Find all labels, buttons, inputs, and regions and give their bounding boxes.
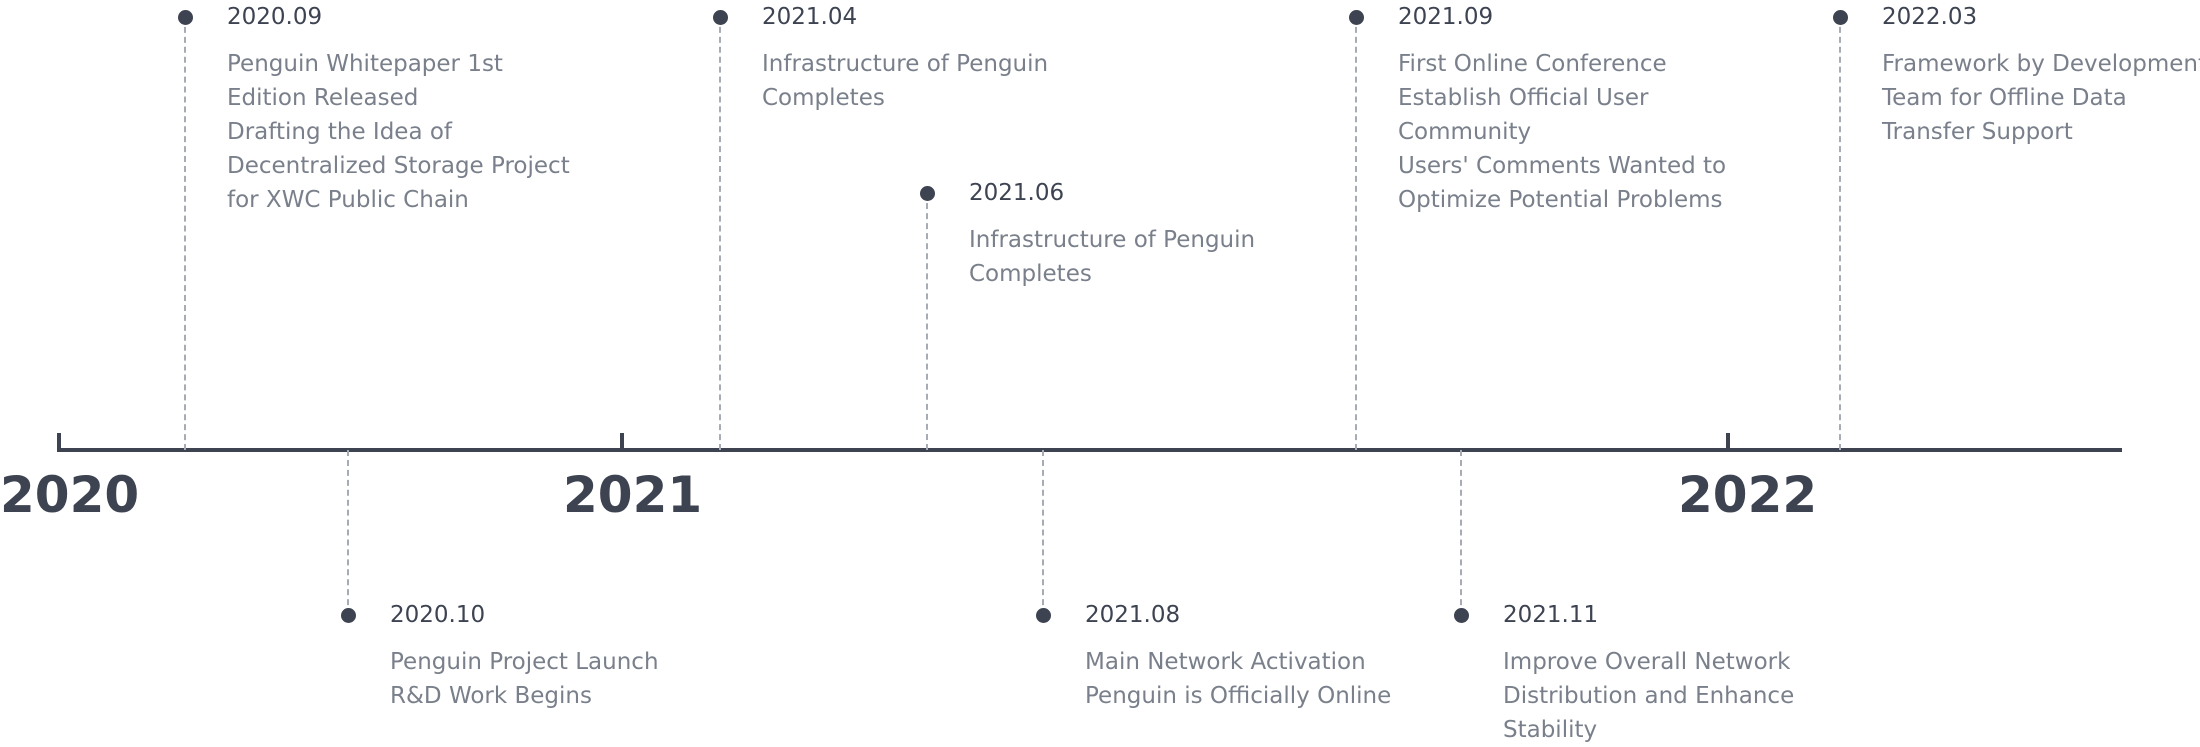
connector-line <box>1839 17 1841 450</box>
connector-line <box>719 17 721 450</box>
event-description-line: Drafting the Idea of <box>227 119 453 145</box>
event-description-line: Users' Comments Wanted to <box>1398 153 1727 179</box>
connector-line <box>184 17 186 450</box>
event-date: 2021.11 <box>1503 602 1599 628</box>
event-description-line: Completes <box>969 261 1092 287</box>
event-dot <box>340 607 356 623</box>
event-dot <box>1453 607 1469 623</box>
year-label-2020: 2020 <box>0 466 140 524</box>
event-description-line: Improve Overall Network <box>1503 649 1791 675</box>
event-description-line: for XWC Public Chain <box>227 187 469 213</box>
event-description-line: Framework by Development <box>1882 51 2200 77</box>
event-description-line: Penguin Whitepaper 1st <box>227 51 503 77</box>
event-date: 2021.08 <box>1085 602 1181 628</box>
year-label-2022: 2022 <box>1678 466 1818 524</box>
timeline-axis <box>57 448 2122 452</box>
event-description-line: Completes <box>762 85 885 111</box>
event-date: 2021.04 <box>762 4 858 30</box>
event-description-line: Community <box>1398 119 1532 145</box>
year-tick-2020 <box>57 433 61 452</box>
event-date: 2021.09 <box>1398 4 1494 30</box>
event-description-line: Distribution and Enhance <box>1503 683 1795 709</box>
event-date: 2021.06 <box>969 180 1065 206</box>
event-description-line: Edition Released <box>227 85 419 111</box>
connector-line <box>1042 450 1044 615</box>
event-date: 2022.03 <box>1882 4 1978 30</box>
event-description-line: Optimize Potential Problems <box>1398 187 1723 213</box>
event-description-line: Team for Offline Data <box>1882 85 2127 111</box>
connector-line <box>1355 17 1357 450</box>
connector-line <box>347 450 349 615</box>
year-tick-2022 <box>1726 433 1730 452</box>
event-description-line: Establish Official User <box>1398 85 1649 111</box>
event-description-line: Main Network Activation <box>1085 649 1366 675</box>
event-description-line: Decentralized Storage Project <box>227 153 570 179</box>
event-description-line: Infrastructure of Penguin <box>762 51 1049 77</box>
connector-line <box>1460 450 1462 615</box>
connector-line <box>926 193 928 450</box>
event-dot <box>177 9 193 25</box>
event-dot <box>712 9 728 25</box>
event-description-line: Penguin is Officially Online <box>1085 683 1392 709</box>
event-description-line: Penguin Project Launch <box>390 649 659 675</box>
event-description-line: R&D Work Begins <box>390 683 592 709</box>
event-dot <box>1832 9 1848 25</box>
event-dot <box>1348 9 1364 25</box>
event-description-line: Infrastructure of Penguin <box>969 227 1256 253</box>
event-date: 2020.09 <box>227 4 323 30</box>
event-dot <box>919 185 935 201</box>
event-date: 2020.10 <box>390 602 486 628</box>
event-description-line: Transfer Support <box>1882 119 2073 145</box>
event-description-line: Stability <box>1503 717 1598 743</box>
year-label-2021: 2021 <box>563 466 703 524</box>
event-description-line: First Online Conference <box>1398 51 1667 77</box>
event-dot <box>1035 607 1051 623</box>
year-tick-2021 <box>620 433 624 452</box>
